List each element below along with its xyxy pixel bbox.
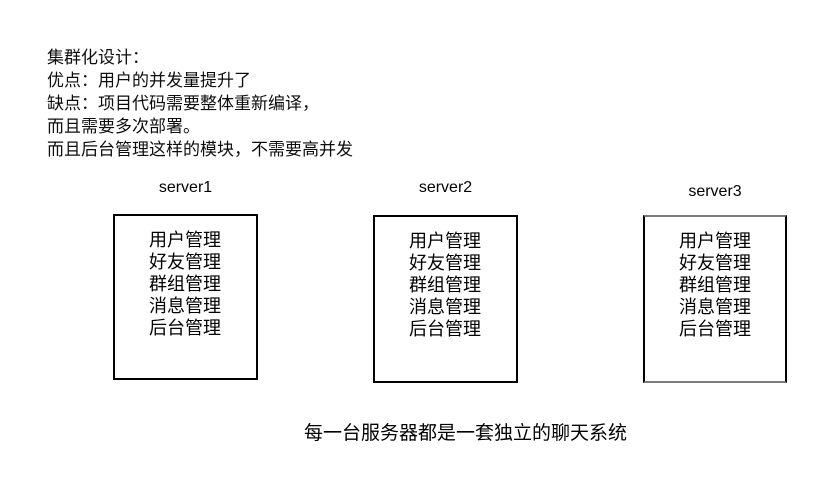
module-message-mgmt: 消息管理 [149, 296, 221, 316]
module-friend-mgmt: 好友管理 [679, 253, 751, 273]
notes-line-cons: 缺点：项目代码需要整体重新编译， [47, 94, 319, 113]
notes-block: 集群化设计： 优点：用户的并发量提升了 缺点：项目代码需要整体重新编译， 而且需… [47, 46, 353, 161]
module-user-mgmt: 用户管理 [679, 231, 751, 251]
notes-line-title: 集群化设计： [47, 48, 149, 67]
module-admin-mgmt: 后台管理 [679, 319, 751, 339]
server2-box: 用户管理 好友管理 群组管理 消息管理 后台管理 [373, 215, 518, 383]
server3-box: 用户管理 好友管理 群组管理 消息管理 后台管理 [643, 215, 787, 383]
notes-line-cons-3: 而且后台管理这样的模块，不需要高并发 [47, 140, 353, 159]
notes-line-cons-2: 而且需要多次部署。 [47, 117, 200, 136]
module-admin-mgmt: 后台管理 [149, 318, 221, 338]
server1-box: 用户管理 好友管理 群组管理 消息管理 后台管理 [113, 214, 258, 380]
diagram-caption: 每一台服务器都是一套独立的聊天系统 [304, 423, 628, 444]
module-group-mgmt: 群组管理 [679, 275, 751, 295]
module-message-mgmt: 消息管理 [679, 297, 751, 317]
server3-label: server3 [688, 183, 742, 200]
module-group-mgmt: 群组管理 [149, 274, 221, 294]
module-user-mgmt: 用户管理 [409, 231, 481, 251]
server2-label: server2 [418, 179, 473, 196]
server1-label: server1 [158, 179, 213, 196]
notes-line-pros: 优点：用户的并发量提升了 [47, 71, 251, 90]
module-group-mgmt: 群组管理 [409, 275, 481, 295]
module-user-mgmt: 用户管理 [149, 230, 221, 250]
module-friend-mgmt: 好友管理 [149, 252, 221, 272]
module-admin-mgmt: 后台管理 [409, 319, 481, 339]
module-friend-mgmt: 好友管理 [409, 253, 481, 273]
module-message-mgmt: 消息管理 [409, 297, 481, 317]
